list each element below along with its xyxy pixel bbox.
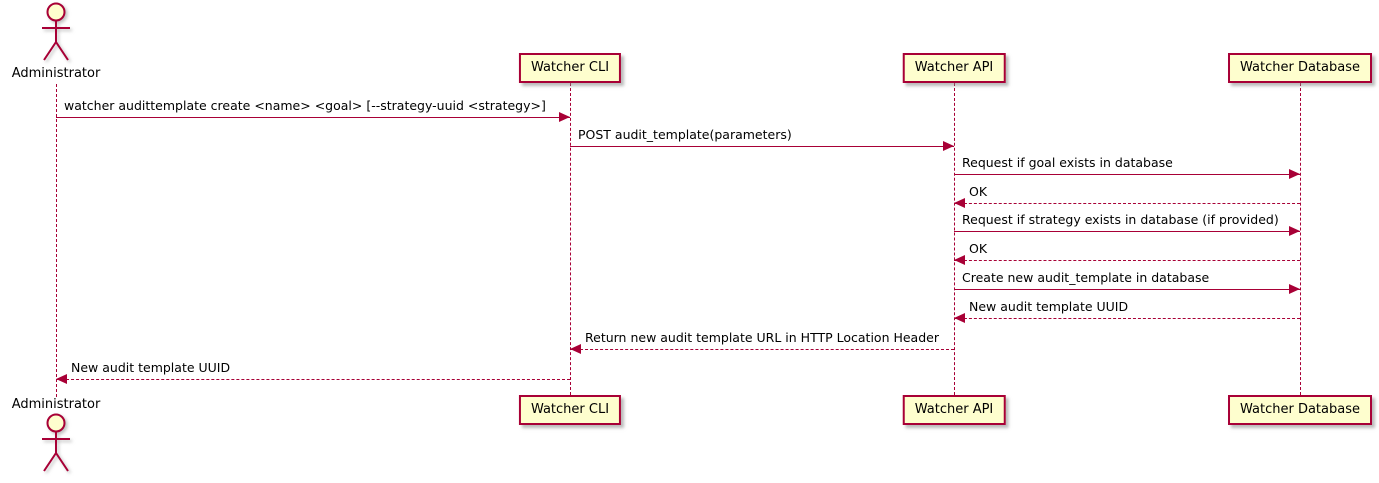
message-8-new-audit-template-uuid: New audit template UUID (954, 299, 1300, 323)
message-1-create-audittemplate: watcher audittemplate create <name> <goa… (56, 98, 570, 122)
participant-watcher-api-top: Watcher API (902, 53, 1006, 83)
message-2-post-audit-template: POST audit_template(parameters) (570, 127, 954, 151)
message-4-label: OK (969, 184, 988, 199)
arrowhead-left-icon (954, 198, 965, 208)
message-10-label: New audit template UUID (71, 360, 231, 375)
lifeline-administrator (56, 84, 57, 397)
administrator-actor-icon (42, 2, 70, 61)
arrowhead-right-icon (559, 112, 570, 122)
lifeline-watcher-cli (570, 83, 571, 395)
message-7-label: Create new audit_template in database (962, 270, 1210, 285)
message-8-label: New audit template UUID (969, 299, 1129, 314)
message-5-label: Request if strategy exists in database (… (962, 212, 1279, 227)
message-2-label: POST audit_template(parameters) (578, 127, 792, 142)
message-5-request-strategy-exists: Request if strategy exists in database (… (954, 212, 1300, 236)
participant-watcher-database-bottom: Watcher Database (1228, 395, 1372, 425)
lifeline-watcher-database (1300, 83, 1301, 395)
message-9-return-url-location-header: Return new audit template URL in HTTP Lo… (570, 330, 954, 354)
administrator-actor-icon (42, 413, 70, 472)
message-4-ok: OK (954, 184, 1300, 208)
lifeline-watcher-api (954, 83, 955, 395)
message-6-ok: OK (954, 241, 1300, 265)
arrowhead-left-icon (56, 374, 67, 384)
message-10-new-audit-template-uuid: New audit template UUID (56, 360, 570, 384)
arrowhead-right-icon (1289, 284, 1300, 294)
message-9-label: Return new audit template URL in HTTP Lo… (585, 330, 939, 345)
arrowhead-left-icon (954, 255, 965, 265)
actor-label-administrator-bottom: Administrator (11, 397, 101, 412)
participant-watcher-database-top: Watcher Database (1228, 53, 1372, 83)
message-6-label: OK (969, 241, 988, 256)
arrowhead-left-icon (570, 344, 581, 354)
message-3-label: Request if goal exists in database (962, 155, 1173, 170)
message-7-create-audit-template-db: Create new audit_template in database (954, 270, 1300, 294)
arrowhead-right-icon (1289, 226, 1300, 236)
arrowhead-left-icon (954, 313, 965, 323)
actor-label-administrator-top: Administrator (11, 66, 101, 81)
arrowhead-right-icon (943, 141, 954, 151)
participant-watcher-cli-bottom: Watcher CLI (518, 395, 622, 425)
participant-watcher-cli-top: Watcher CLI (518, 53, 622, 83)
message-3-request-goal-exists: Request if goal exists in database (954, 155, 1300, 179)
participant-watcher-api-bottom: Watcher API (902, 395, 1006, 425)
arrowhead-right-icon (1289, 169, 1300, 179)
message-1-label: watcher audittemplate create <name> <goa… (64, 98, 546, 113)
